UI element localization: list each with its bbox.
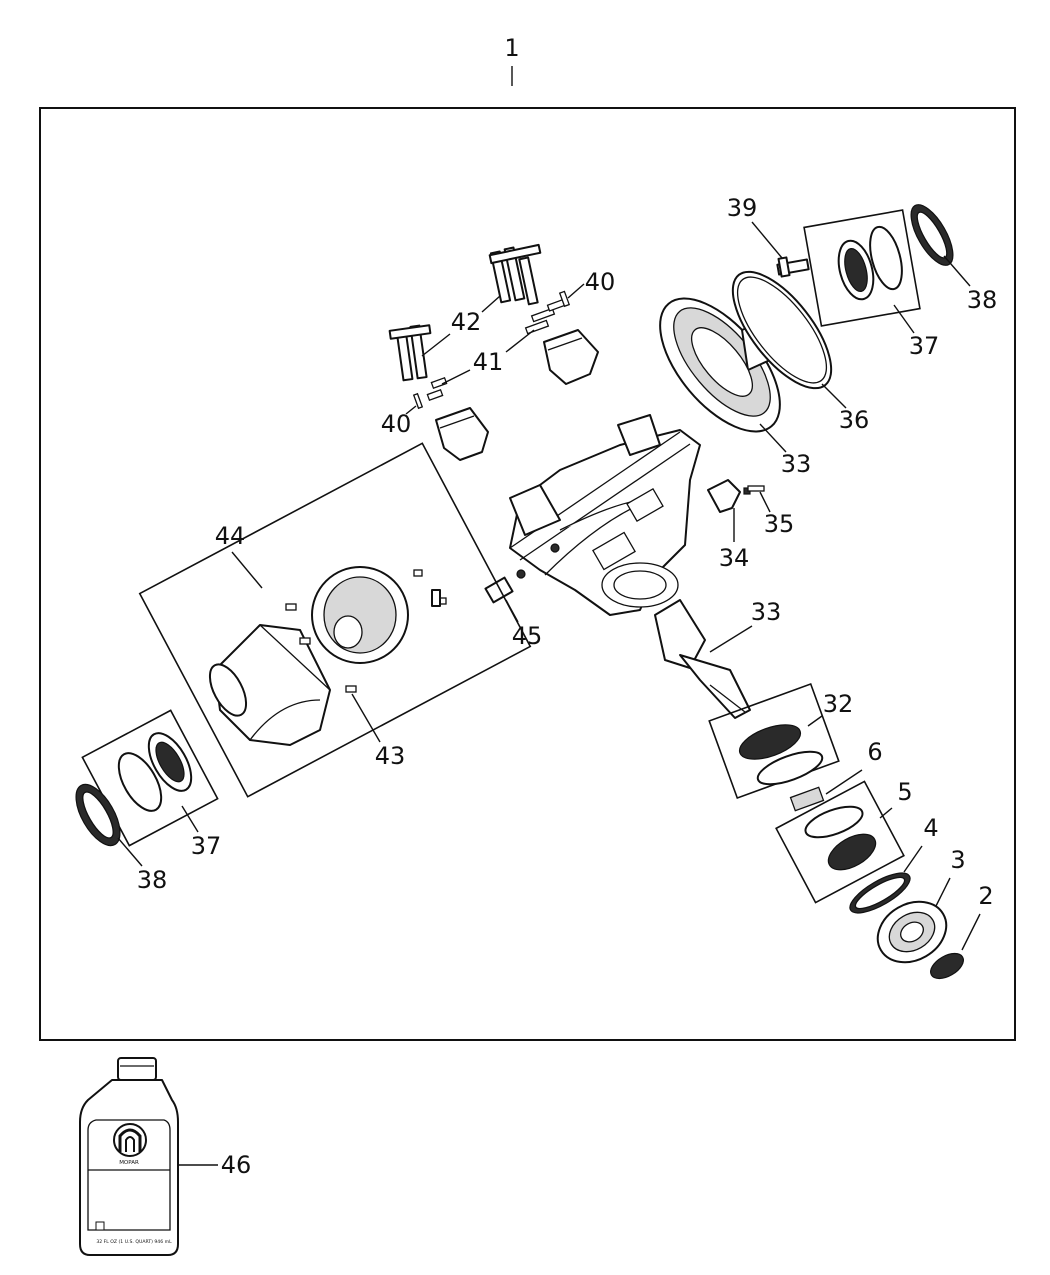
callout-2: 2 xyxy=(978,882,993,910)
bottle-volume: 32 FL OZ (1 U.S. QUART) 946 mL xyxy=(96,1239,172,1245)
callout-38-lower: 38 xyxy=(137,866,168,894)
callout-4: 4 xyxy=(923,814,938,842)
leader-38-upper xyxy=(943,255,971,287)
bolt-39 xyxy=(776,256,810,278)
collapsible-spacer-6 xyxy=(789,786,825,812)
pinion-nut-2 xyxy=(930,952,964,980)
differential-gears xyxy=(311,566,409,664)
callout-38-upper: 38 xyxy=(967,286,998,314)
callout-33-lower: 33 xyxy=(751,598,782,626)
leader-42b xyxy=(421,333,451,357)
leader-40-lower xyxy=(405,405,417,415)
leader-41 xyxy=(505,329,535,353)
bearing-upper xyxy=(837,225,903,301)
leader-41b xyxy=(441,369,471,385)
assembly-frame xyxy=(39,107,1016,1041)
screw-35 xyxy=(747,485,765,492)
differential-small-parts xyxy=(285,569,447,693)
callout-40-lower: 40 xyxy=(381,410,412,438)
callout-46: 46 xyxy=(221,1151,252,1179)
callout-39: 39 xyxy=(727,194,758,222)
callout-44: 44 xyxy=(215,522,246,550)
pinion-flange-3 xyxy=(876,900,948,964)
callout-35: 35 xyxy=(764,510,795,538)
mopar-logo xyxy=(113,1123,147,1157)
leader-39 xyxy=(751,221,783,259)
leader-37-lower xyxy=(181,805,199,833)
callout-6: 6 xyxy=(867,738,882,766)
callout-37-upper: 37 xyxy=(909,332,940,360)
callout-32: 32 xyxy=(823,690,854,718)
pinion-gear xyxy=(654,599,751,719)
bearing-lower xyxy=(117,732,193,812)
differential-box xyxy=(138,442,532,798)
leader-5 xyxy=(879,807,893,819)
outer-bearing-5 xyxy=(804,805,877,871)
callout-42: 42 xyxy=(451,308,482,336)
differential-housing xyxy=(509,414,701,616)
bearing-box-upper xyxy=(803,209,921,327)
differential-case xyxy=(208,624,331,746)
leader-4 xyxy=(903,845,923,873)
leader-3 xyxy=(935,877,951,907)
leader-35 xyxy=(759,491,771,513)
spacer-45 xyxy=(484,576,514,604)
callout-36: 36 xyxy=(839,406,870,434)
leader-43 xyxy=(351,693,381,743)
callout-3: 3 xyxy=(950,846,965,874)
callout-41: 41 xyxy=(473,348,504,376)
leader-38-lower xyxy=(117,837,143,867)
leader-40-upper xyxy=(567,283,585,299)
ring-gear xyxy=(659,297,781,433)
outer-bearing-box xyxy=(775,780,905,904)
leader-6 xyxy=(825,769,863,795)
leader-33-lower xyxy=(709,625,753,653)
callout-37-lower: 37 xyxy=(191,832,222,860)
leader-33-upper xyxy=(759,423,787,453)
leader-2 xyxy=(961,913,981,951)
dowel-pins xyxy=(412,290,571,410)
leader-45 xyxy=(505,599,519,623)
leader-37-upper xyxy=(893,304,915,334)
callout-43: 43 xyxy=(375,742,406,770)
leader-32 xyxy=(807,715,823,727)
sensor-34 xyxy=(707,479,751,513)
bearing-cap-left xyxy=(435,407,489,461)
callout-33-upper: 33 xyxy=(781,450,812,478)
bottle-brand: MOPAR xyxy=(119,1160,139,1166)
callout-34: 34 xyxy=(719,544,750,572)
leader-36 xyxy=(821,383,847,409)
leader-44 xyxy=(231,551,263,589)
fluid-bottle: MOPAR 32 FL OZ (1 U.S. QUART) 946 mL xyxy=(79,1057,179,1256)
callout-5: 5 xyxy=(897,778,912,806)
callout-1: 1 xyxy=(504,34,519,62)
bearing-cap-right xyxy=(543,329,599,385)
bolts-42 xyxy=(388,243,542,382)
pinion-bearing-32 xyxy=(738,724,824,786)
callout-45: 45 xyxy=(512,622,543,650)
callout-40-upper: 40 xyxy=(585,268,616,296)
leader-42 xyxy=(481,295,501,313)
